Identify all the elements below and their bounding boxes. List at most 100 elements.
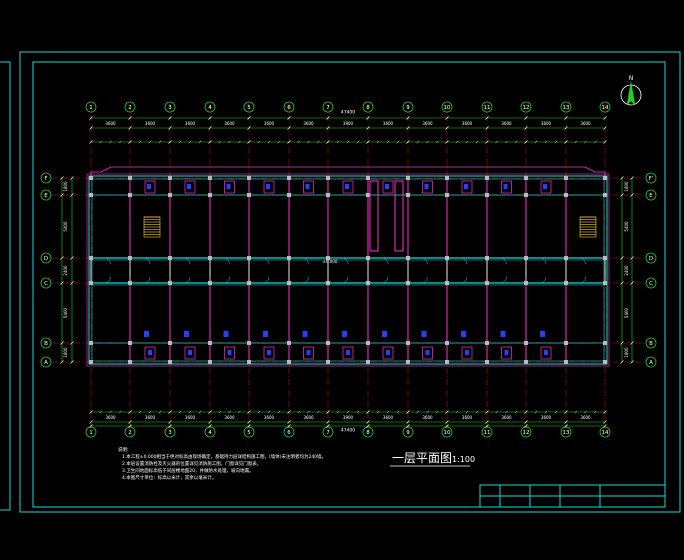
axis-bubble — [322, 101, 334, 113]
dimension-tick — [376, 410, 380, 414]
dimension-tick — [593, 410, 597, 414]
dimension-tick — [60, 281, 64, 285]
fixture-icon — [346, 350, 350, 355]
dimension-tick — [620, 281, 624, 285]
total-length-text: 47400 — [341, 428, 355, 434]
exterior-wall — [88, 175, 608, 365]
dimension-text: 3900 — [343, 415, 354, 420]
dimension-tick — [584, 410, 587, 414]
axis-label: C — [649, 281, 653, 287]
dimension-text: 3600 — [501, 415, 512, 420]
dimension-tick — [218, 410, 222, 414]
axis-label: E — [44, 193, 48, 199]
structural-column — [406, 341, 410, 345]
dimension-tick — [267, 410, 271, 414]
elevation-text: ±0.000 — [323, 259, 338, 264]
structural-column — [247, 256, 251, 260]
dimension-tick — [287, 140, 291, 144]
dimension-text: 3600 — [145, 121, 156, 126]
structural-column — [89, 176, 93, 180]
dimension-tick — [89, 410, 93, 414]
structural-column — [603, 360, 607, 364]
axis-label: E — [649, 193, 653, 199]
central-shaft — [394, 180, 404, 252]
axis-bubble — [645, 252, 657, 264]
structural-column — [445, 176, 449, 180]
dimension-tick — [630, 193, 634, 197]
dimension-text: 3600 — [541, 415, 552, 420]
dimension-text: 3600 — [105, 121, 116, 126]
corridor-column — [407, 260, 409, 283]
dimension-text: 2400 — [63, 265, 68, 276]
title-block — [479, 484, 666, 508]
dimension-tick — [564, 424, 568, 428]
door-swing — [381, 276, 389, 284]
fixture-icon — [540, 331, 545, 337]
dimension-tick — [485, 116, 489, 120]
door-swing — [183, 276, 191, 284]
dimension-tick — [416, 140, 420, 144]
total-length-text: 47400 — [341, 110, 355, 116]
axis-bubble — [599, 426, 611, 438]
fixture-icon — [386, 350, 390, 355]
fixture-icon — [184, 331, 189, 337]
structural-column — [326, 193, 330, 197]
dimension-tick — [297, 410, 301, 414]
fixture-icon — [385, 184, 389, 189]
dimension-tick — [416, 410, 420, 414]
axis-bubble — [441, 426, 453, 438]
fixture-icon — [345, 184, 349, 189]
axis-bubble — [645, 172, 657, 184]
structural-column — [168, 193, 172, 197]
dimension-tick — [620, 176, 624, 180]
corridor-column — [525, 260, 527, 283]
axis-label: 13 — [563, 430, 570, 436]
dimension-tick — [630, 256, 634, 260]
structural-column — [128, 341, 132, 345]
axis-bubble — [645, 356, 657, 368]
dimension-text: 2400 — [624, 265, 629, 276]
fixture-icon — [465, 350, 469, 355]
dimension-tick — [524, 410, 528, 414]
axis-bubble — [283, 101, 295, 113]
fixture-icon — [424, 184, 429, 189]
door-swing — [460, 276, 468, 284]
dimension-tick — [109, 410, 112, 414]
axis-label: 12 — [523, 105, 530, 111]
corridor-column — [604, 260, 606, 283]
bathroom-unit — [422, 346, 433, 360]
dimension-tick — [138, 140, 142, 144]
dimension-tick — [89, 420, 93, 424]
dimension-tick — [316, 140, 320, 144]
dimension-tick — [426, 410, 429, 414]
axis-bubble — [40, 189, 52, 201]
axis-label: 6 — [287, 105, 291, 111]
axis-label: A — [44, 360, 48, 366]
axis-label: 4 — [208, 430, 212, 436]
door-swing — [500, 257, 507, 265]
bathroom-unit — [540, 346, 552, 360]
note-line: 3.卫生间地面标高低于同层楼地面20，并做防水处理，坡向地漏。 — [122, 467, 254, 474]
dimension-tick — [620, 193, 624, 197]
dimension-tick — [247, 140, 251, 144]
dimension-tick — [109, 140, 112, 144]
door-swing — [421, 257, 428, 265]
axis-label: 1 — [89, 105, 93, 111]
dimension-tick — [60, 256, 64, 260]
dimension-tick — [366, 410, 370, 414]
dimension-tick — [128, 126, 132, 130]
stair-outline — [579, 216, 597, 238]
fixture-icon — [302, 331, 308, 337]
bathroom-unit — [144, 180, 156, 194]
structural-column — [128, 193, 132, 197]
structural-column — [287, 256, 291, 260]
dimension-text: 3600 — [145, 415, 156, 420]
structural-column — [445, 193, 449, 197]
dimension-tick — [70, 256, 74, 260]
dimension-tick — [168, 424, 172, 428]
axis-bubble — [40, 252, 52, 264]
dimension-text: 3600 — [580, 415, 591, 420]
door-swing — [104, 276, 111, 284]
fixture-icon — [421, 331, 427, 337]
bathroom-unit — [540, 180, 552, 194]
